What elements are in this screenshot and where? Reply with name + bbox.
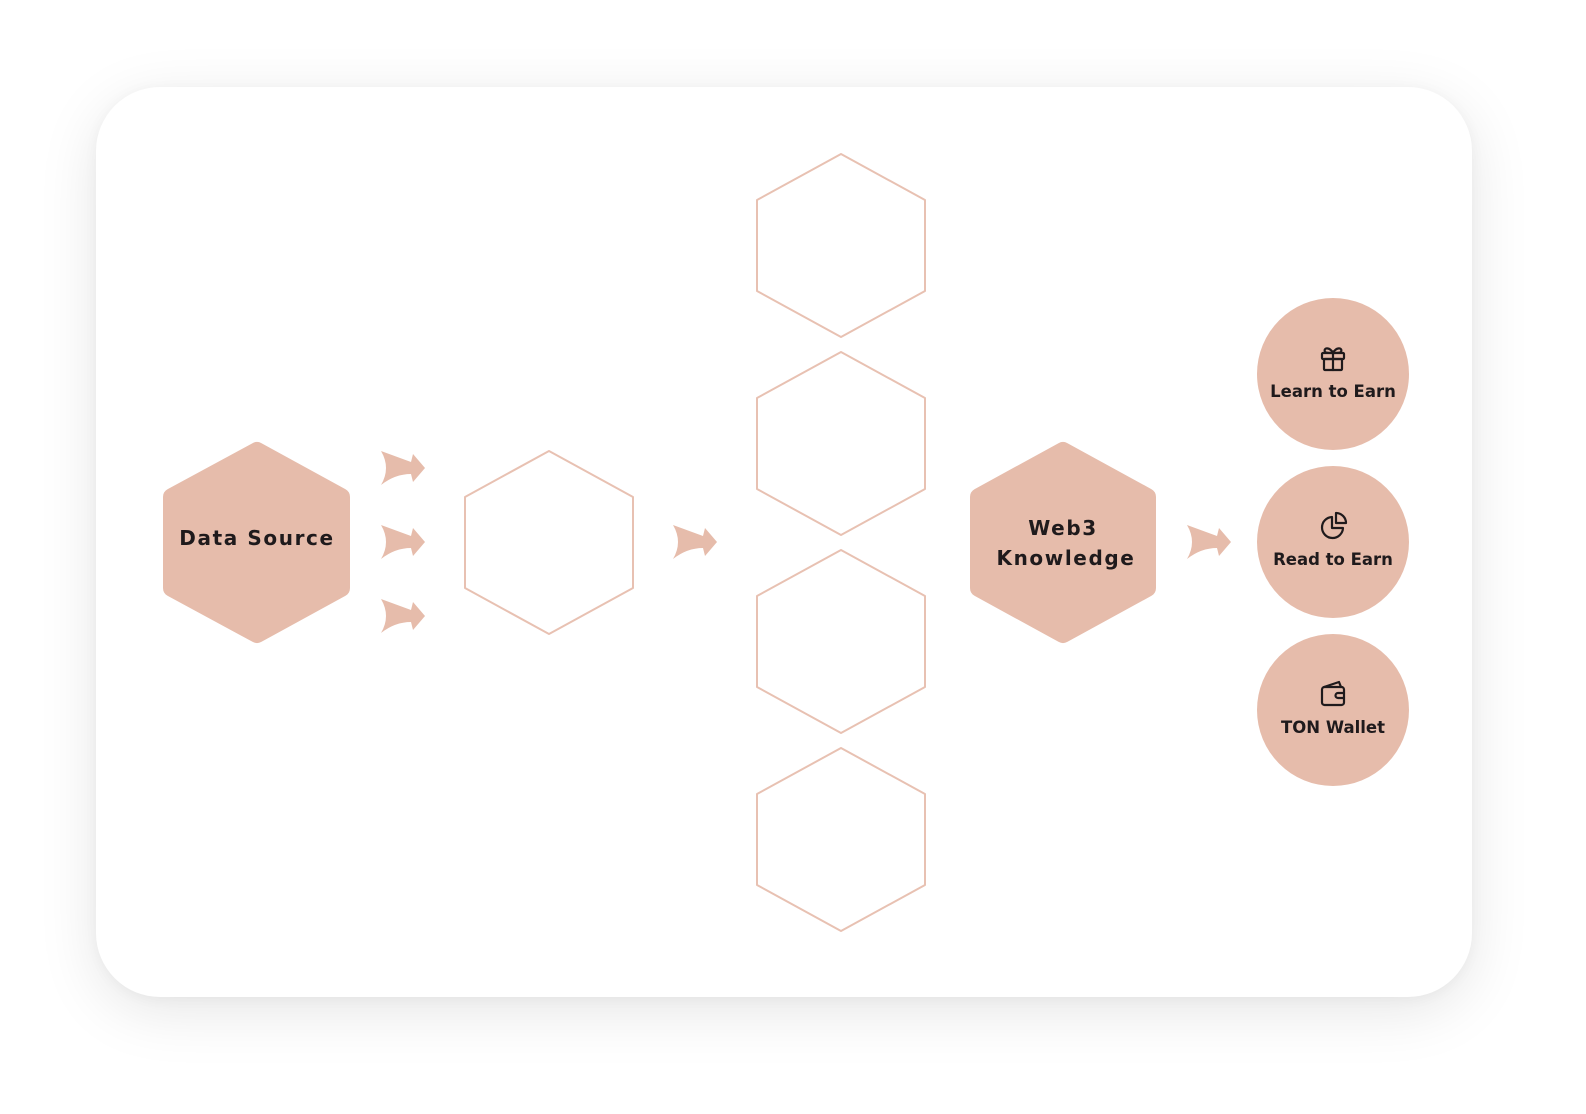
gift-icon (1320, 347, 1346, 372)
ton-wallet-label: TON Wallet (1281, 718, 1385, 737)
input-arrows (381, 451, 425, 633)
processing-hexagon (464, 450, 634, 635)
input-arrow-3 (381, 599, 425, 633)
input-arrow-1 (381, 451, 425, 485)
column-hexagon-3 (756, 549, 926, 734)
pie-chart-icon (1320, 511, 1348, 540)
output-read-to-earn: Read to Earn (1257, 466, 1409, 618)
web3-label-line1: Web3 (1028, 516, 1098, 540)
output-learn-to-earn: Learn to Earn (1257, 298, 1409, 450)
output-ton-wallet: TON Wallet (1257, 634, 1409, 786)
data-source-node: Data Source (163, 442, 350, 643)
column-hexagon-4 (756, 747, 926, 932)
column-hexagon-2 (756, 351, 926, 536)
ton-wallet-circle (1257, 634, 1409, 786)
input-arrow-2 (381, 525, 425, 559)
data-source-label: Data Source (179, 526, 334, 550)
data-source-hexagon (163, 442, 350, 643)
middle-arrow (673, 525, 717, 559)
column-hexagon-1 (756, 153, 926, 338)
web3-knowledge-node: Web3 Knowledge (970, 442, 1156, 643)
learn-to-earn-label: Learn to Earn (1270, 382, 1396, 401)
read-to-earn-label: Read to Earn (1273, 550, 1393, 569)
web3-label-line2: Knowledge (997, 546, 1136, 570)
output-arrow (1187, 525, 1231, 559)
read-to-earn-circle (1257, 466, 1409, 618)
web3-knowledge-hexagon (970, 442, 1156, 643)
wallet-icon (1320, 680, 1346, 707)
hexagon-column (756, 153, 926, 932)
learn-to-earn-circle (1257, 298, 1409, 450)
